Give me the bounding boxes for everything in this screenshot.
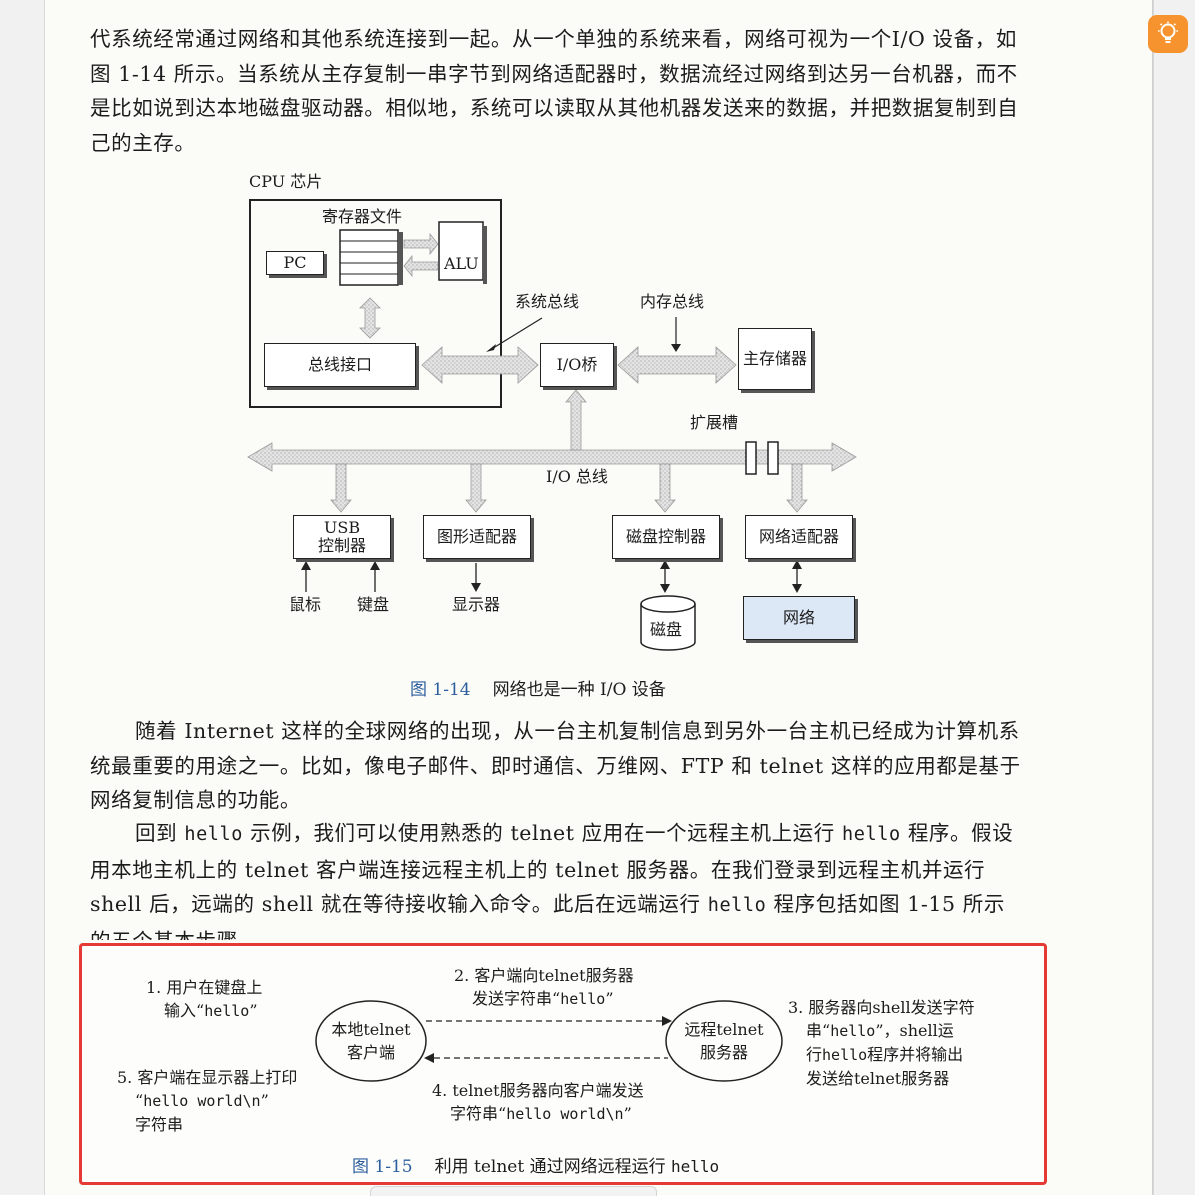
- paragraph-internet: 随着 Internet 这样的全球网络的出现，从一台主机复制信息到另外一台主机已…: [90, 719, 1021, 812]
- disk-label: 磁盘: [650, 620, 683, 639]
- para3-code-hello-2: hello: [842, 824, 901, 845]
- tip-button[interactable]: [1148, 15, 1188, 53]
- figure-1-14-number: 图 1-14: [410, 680, 471, 700]
- figure-1-15-graphics: [315, 1000, 783, 1082]
- local-telnet-ellipse: [315, 1000, 427, 1082]
- main-memory-box: 主存储器: [738, 328, 812, 390]
- step5-label: 5. 客户端在显示器上打印 “hello world\n” 字符串: [117, 1068, 298, 1134]
- usb-label-line1: USB: [323, 518, 361, 537]
- regfile-alu-arrow-top: [403, 232, 439, 256]
- remote-telnet-server-label: 远程telnet 服务器: [684, 1020, 764, 1062]
- system-bus-pointer: [489, 317, 543, 351]
- regfile-bus-arrow: [359, 297, 381, 339]
- usb-controller-box: USB 控制器: [293, 515, 391, 559]
- figure-1-15-caption: 图 1-15 利用 telnet 通过网络远程运行 hello: [352, 1152, 719, 1177]
- figure-1-14-caption: 图 1-14 网络也是一种 I/O 设备: [410, 675, 666, 700]
- keyboard-label: 键盘: [357, 595, 390, 614]
- memory-bus-label: 内存总线: [640, 292, 705, 311]
- para3-code-hello-1: hello: [184, 824, 244, 845]
- mouse-arrow: [301, 561, 311, 570]
- usb-label-line2: 控制器: [317, 536, 366, 555]
- step4-label: 4. telnet服务器向客户端发送 字符串“hello world\n”: [432, 1081, 644, 1123]
- figure-1-14: CPU 芯片 寄存器文件 PC ALU 总线接口 系统总线 内存总线 I/O桥 …: [247, 172, 857, 700]
- para3-text-a: 回到: [135, 821, 185, 845]
- expansion-slots-label: 扩展槽: [690, 413, 739, 432]
- bottom-toolbar[interactable]: [370, 1186, 657, 1196]
- keyboard-arrow: [370, 561, 380, 570]
- display-arrow: [471, 583, 481, 592]
- page-edge: [1152, 0, 1153, 1195]
- drop-network-adapter: [786, 463, 808, 513]
- mouse-label: 鼠标: [289, 595, 322, 614]
- disk-arrow: [660, 584, 670, 593]
- bus-interface-box: 总线接口: [264, 343, 416, 387]
- figure-1-15-number: 图 1-15: [352, 1157, 413, 1177]
- lightbulb-icon: [1158, 21, 1178, 43]
- figure-1-14-graphics: [247, 199, 857, 651]
- disk-cylinder: [640, 595, 696, 651]
- figure-1-15-title: 利用 telnet 通过网络远程运行: [434, 1157, 671, 1177]
- pc-box: PC: [266, 251, 324, 275]
- register-file-label: 寄存器文件: [322, 207, 403, 226]
- highlight-selection-box[interactable]: 1. 用户在键盘上 输入“hello” 2. 客户端向telnet服务器 发送字…: [79, 943, 1047, 1185]
- alu-shape: [438, 221, 487, 284]
- expansion-slot-1: [745, 441, 757, 475]
- paragraph-intro: 代系统经常通过网络和其他系统连接到一起。从一个单独的系统来看，网络可视为一个I/…: [90, 27, 1019, 155]
- system-bus-label: 系统总线: [515, 292, 580, 311]
- network-adapter-box: 网络适配器: [745, 515, 853, 559]
- drop-graphics: [465, 463, 487, 513]
- step3-label: 3. 服务器向shell发送字符 串“hello”，shell运 行hello程…: [788, 998, 975, 1088]
- para3-text-c: 程序。假设用本地主机上的 telnet 客户端连接远程主机上的 telnet 服…: [90, 821, 1014, 916]
- io-bridge-box: I/O桥: [540, 343, 614, 387]
- system-bus-arrow: [421, 346, 539, 384]
- network-box: 网络: [743, 596, 855, 640]
- cpu-chip-label: CPU 芯片: [249, 172, 323, 191]
- drop-usb: [330, 463, 352, 513]
- disk-controller-box: 磁盘控制器: [612, 515, 720, 559]
- paragraph-hello-example: 回到 hello 示例，我们可以使用熟悉的 telnet 应用在一个远程主机上运…: [90, 816, 1025, 940]
- network-arrow: [792, 584, 802, 593]
- cpu-chip-outline: [249, 199, 502, 408]
- memory-bus-arrow: [617, 346, 737, 384]
- figure-1-15-code: hello: [671, 1157, 720, 1176]
- regfile-alu-arrow-bottom: [403, 254, 439, 278]
- remote-telnet-ellipse: [665, 1000, 783, 1082]
- local-telnet-client-label: 本地telnet 客户端: [331, 1020, 411, 1062]
- io-bus-arrow: [247, 442, 857, 472]
- bridge-io-arrow: [565, 389, 587, 451]
- alu-label: ALU: [444, 254, 479, 273]
- register-file: [339, 229, 403, 286]
- step2-label: 2. 客户端向telnet服务器 发送字符串“hello”: [454, 966, 634, 1008]
- para3-text-b: 示例，我们可以使用熟悉的 telnet 应用在一个远程主机上运行: [243, 821, 842, 845]
- display-label: 显示器: [452, 595, 501, 614]
- figure-1-14-title: 网络也是一种 I/O 设备: [492, 680, 666, 700]
- para3-code-hello-3: hello: [707, 895, 767, 916]
- para3-text-d: 程序包括如图 1-15 所示的五个基本步骤。: [90, 892, 1006, 940]
- step1-label: 1. 用户在键盘上 输入“hello”: [146, 978, 263, 1020]
- graphics-adapter-box: 图形适配器: [423, 515, 531, 559]
- expansion-slot-2: [767, 441, 779, 475]
- io-bus-label: I/O 总线: [546, 467, 608, 486]
- drop-disk-controller: [654, 463, 676, 513]
